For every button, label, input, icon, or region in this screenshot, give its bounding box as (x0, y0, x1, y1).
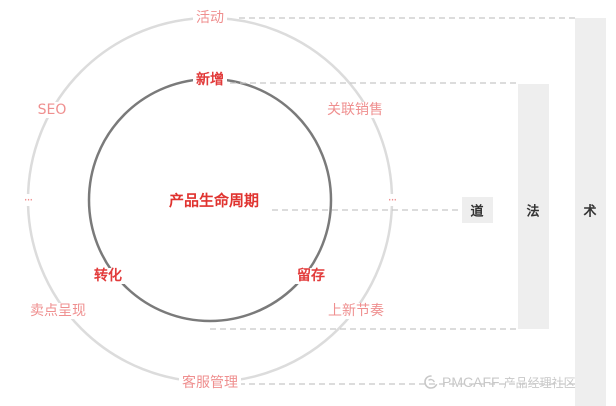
inner-label-retention: 留存 (294, 268, 328, 284)
outer-label-launch-rhythm: 上新节奏 (325, 303, 387, 319)
outer-label-related-sales: 关联销售 (324, 102, 386, 118)
level-label-fa: 法 (526, 204, 540, 220)
fa-bar (518, 84, 549, 329)
watermark-brand: PMCAFF (442, 374, 500, 390)
outer-label-ellipsis-left: ··· (21, 193, 35, 207)
outer-label-seo: SEO (34, 102, 70, 118)
inner-label-conversion: 转化 (91, 268, 125, 284)
outer-label-activity: 活动 (193, 10, 227, 26)
dao-bar (462, 197, 493, 223)
outer-label-selling-points: 卖点呈现 (27, 303, 89, 319)
level-label-shu: 术 (583, 204, 597, 220)
inner-label-acquisition: 新增 (193, 72, 227, 88)
shu-bar (575, 18, 606, 406)
outer-label-customer-service: 客服管理 (179, 375, 241, 391)
watermark: PMCAFF 产品经理社区 (424, 374, 576, 390)
watermark-tagline: 产品经理社区 (503, 375, 576, 390)
pmcaff-logo-icon (424, 375, 438, 389)
center-title: 产品生命周期 (168, 191, 260, 210)
outer-label-ellipsis-right: ··· (385, 193, 399, 207)
level-label-dao: 道 (470, 204, 484, 220)
